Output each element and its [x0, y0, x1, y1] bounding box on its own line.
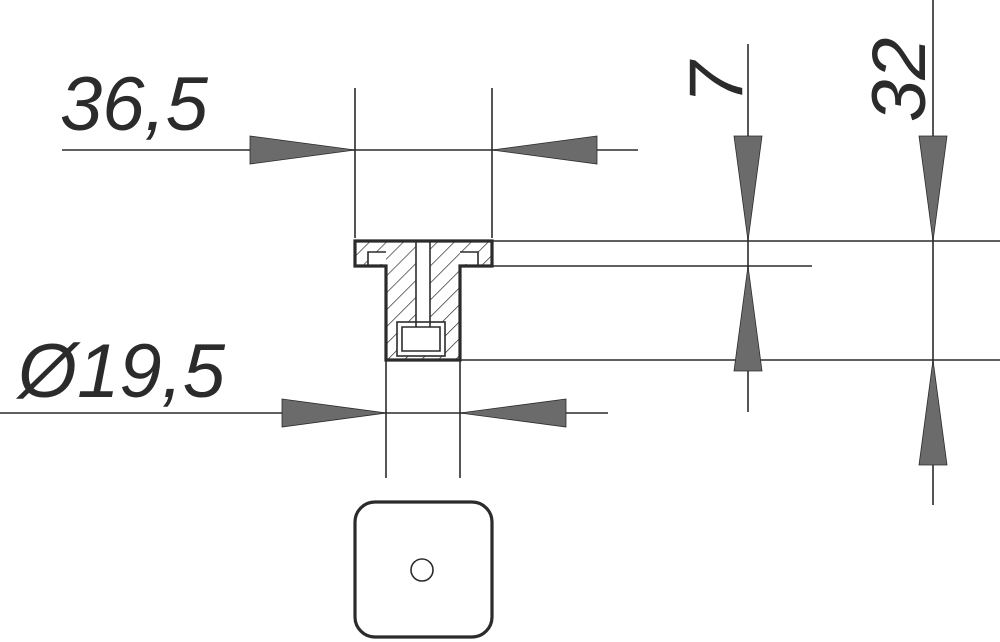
- arrow-down-pointing: [918, 135, 948, 242]
- arrow-up-pointing: [733, 265, 763, 372]
- height-extension-lines: [460, 240, 1000, 361]
- dimension-label-flange-height: 7: [674, 59, 759, 104]
- dimension-label-total-height: 32: [857, 37, 942, 122]
- dimension-label-diameter: Ø19,5: [15, 329, 226, 414]
- arrow-right-pointing: [281, 398, 387, 428]
- part-top-view: [353, 500, 494, 639]
- arrow-right-pointing: [249, 135, 356, 165]
- arrow-left-pointing: [459, 398, 567, 428]
- arrow-up-pointing: [918, 359, 948, 466]
- flange-height-dimension: [733, 44, 763, 412]
- diameter-dimension: [0, 360, 608, 478]
- arrow-left-pointing: [491, 135, 598, 165]
- width-dimension: [62, 88, 638, 238]
- dimension-label-width: 36,5: [60, 62, 209, 147]
- arrow-down-pointing: [733, 135, 763, 242]
- total-height-dimension: [918, 0, 948, 505]
- part-cross-section: [353, 239, 494, 362]
